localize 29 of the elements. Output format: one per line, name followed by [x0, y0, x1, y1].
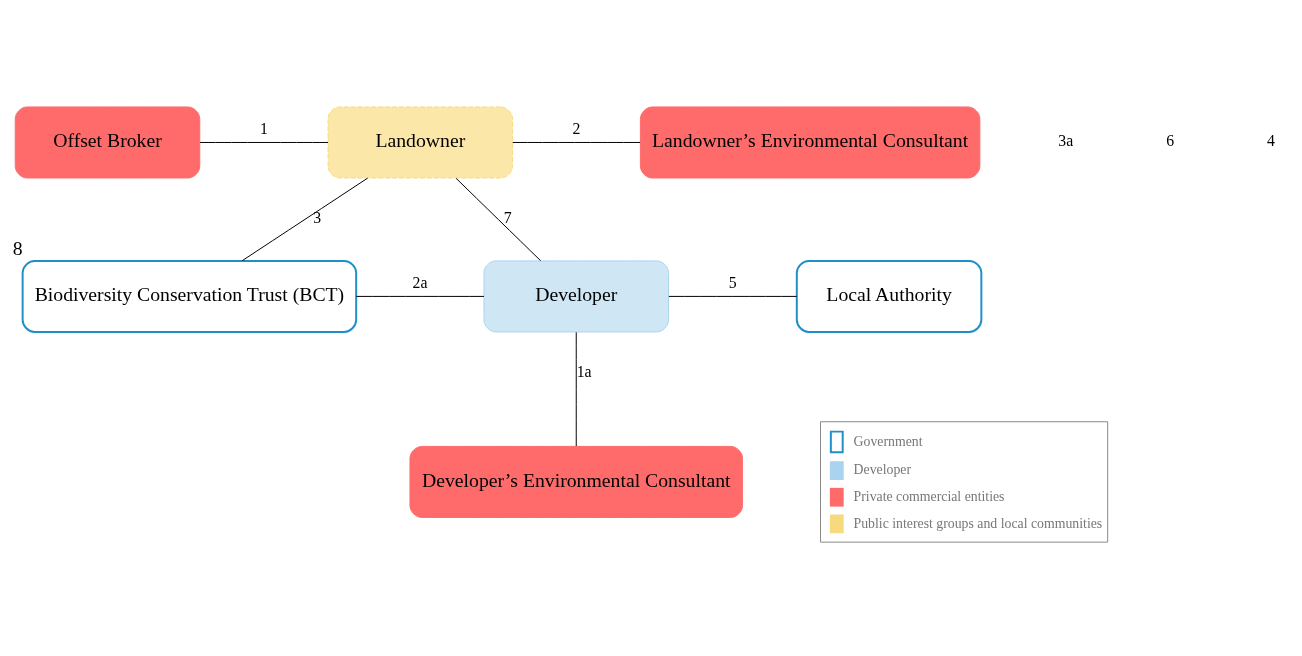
node-box: Local Authority: [795, 259, 983, 333]
node-box: Developer’s Environmental Consultant: [409, 445, 744, 518]
edge-label: 7: [503, 209, 512, 227]
node-box: Biodiversity Conservation Trust (BCT): [21, 259, 358, 333]
edge-label: 2a: [412, 274, 428, 292]
connector: [668, 295, 798, 297]
legend-label: Public interest groups and local communities: [853, 515, 1103, 531]
edge-label: 2: [572, 120, 581, 138]
node-box: Landowner: [327, 106, 514, 179]
edge-label: 1a: [576, 363, 592, 381]
connector: [455, 177, 542, 262]
label: 4: [1267, 132, 1275, 150]
edge-label: 1: [259, 120, 268, 138]
connector: [241, 177, 369, 262]
connector: [355, 295, 485, 297]
node-box: Landowner’s Environmental Consultant: [639, 106, 981, 179]
legend-label: Government: [853, 433, 923, 449]
node-box: Developer: [483, 260, 669, 333]
edge-label: 5: [728, 274, 737, 292]
node-label: 8: [12, 236, 23, 259]
edge-label: 3: [313, 209, 322, 227]
connector: [199, 141, 329, 143]
legend-label: Developer: [853, 462, 912, 478]
label: 3a: [1058, 132, 1074, 150]
node-box: Offset Broker: [14, 106, 201, 179]
legend-label: Private commercial entities: [853, 488, 1005, 504]
connector: [512, 141, 641, 143]
connector: [575, 331, 577, 447]
label: 6: [1166, 132, 1175, 150]
